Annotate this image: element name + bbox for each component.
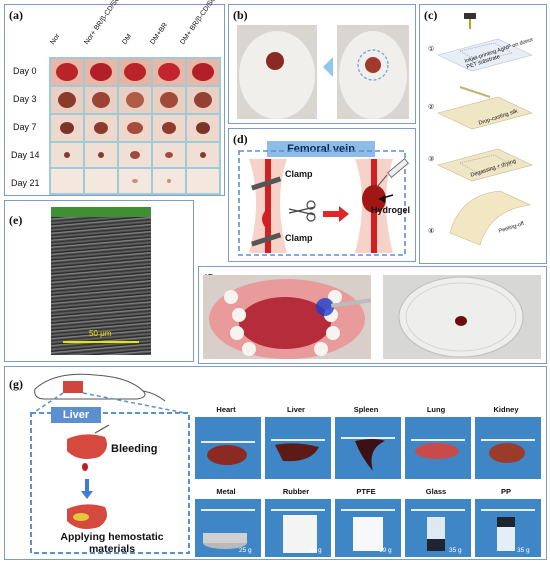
step-1-number: ① xyxy=(428,46,435,53)
material-label-metal: Metal xyxy=(216,487,236,496)
panel-a-label: (a) xyxy=(9,8,23,22)
clamp-bottom-label: Clamp xyxy=(285,233,313,243)
panel-d: (d) Femoral vein Clamp Clamp Hydrogel xyxy=(228,128,416,262)
material-weight-ptfe: 19 g xyxy=(379,547,392,554)
row-label-day21: Day 21 xyxy=(11,178,40,188)
material-weight-metal: 25 g xyxy=(239,547,252,554)
panel-b: (b) xyxy=(228,4,416,124)
material-weight-pp: 35 g xyxy=(517,547,530,554)
row-label-day7: Day 7 xyxy=(13,122,37,132)
row-label-day0: Day 0 xyxy=(13,66,37,76)
fabrication-steps-illustration xyxy=(437,13,533,246)
organ-photos-svg xyxy=(195,417,541,479)
row-label-day3: Day 3 xyxy=(13,94,37,104)
material-weight-glass: 35 g xyxy=(449,547,462,554)
dental-model-and-dish-photos xyxy=(203,275,541,359)
step-3-number: ③ xyxy=(428,156,435,163)
material-label-glass: Glass xyxy=(425,487,447,496)
organ-label-heart: Heart xyxy=(216,405,236,414)
sem-image: 50 μm xyxy=(51,207,151,355)
clamp-top-label: Clamp xyxy=(285,169,313,179)
panel-c: (c) ① Inkjet-printing AgNP on donor PET … xyxy=(419,4,547,264)
material-photos-svg xyxy=(195,499,541,557)
organ-adhesion-photos: Heart Liver Spleen Lung Kidney Metal Rub… xyxy=(195,405,545,561)
organ-label-lung: Lung xyxy=(426,405,446,414)
material-label-rubber: Rubber xyxy=(282,487,310,496)
organ-label-spleen: Spleen xyxy=(353,405,379,414)
column-header-dm-br-cd: DM+ BR/β-CD/SGP xyxy=(179,0,221,46)
scale-bar-label: 50 μm xyxy=(89,329,112,338)
femoral-vein-diagram xyxy=(238,150,409,256)
panel-g: (g) Liver Bleeding Applying hemostatic m… xyxy=(4,366,547,560)
panel-e-label: (e) xyxy=(9,213,23,227)
wound-grid-svg xyxy=(51,59,219,193)
panel-b-label: (b) xyxy=(233,8,248,22)
step-4-number: ④ xyxy=(428,228,435,235)
panel-f: (f) xyxy=(198,266,547,364)
scale-bar xyxy=(63,341,139,343)
liver-bleeding-diagram xyxy=(30,373,190,554)
column-header-dm: DM xyxy=(121,33,134,46)
bleeding-label: Bleeding xyxy=(111,443,158,455)
column-header-nor-br: Nor+ BR/β-CD/SGP xyxy=(83,0,125,47)
column-header-nor: Nor xyxy=(49,32,62,46)
organ-label-kidney: Kidney xyxy=(493,405,519,414)
panel-a: (a) Nor Nor+ BR/β-CD/SGP DM DM+BR DM+ BR… xyxy=(4,0,225,196)
wound-photo-grid xyxy=(49,57,221,195)
liver-title: Liver xyxy=(51,407,101,423)
material-weight-rubber: 56 g xyxy=(309,547,322,554)
sem-top-layer xyxy=(51,207,151,217)
femoral-vein-title: Femoral vein xyxy=(267,141,375,157)
mouse-back-photos xyxy=(237,25,409,119)
step-2-number: ② xyxy=(428,104,435,111)
panel-e: (e) 50 μm xyxy=(4,200,194,362)
hydrogel-label: Hydrogel xyxy=(371,205,411,215)
material-label-pp: PP xyxy=(500,487,511,496)
organ-label-liver: Liver xyxy=(287,405,305,414)
applying-label: Applying hemostatic materials xyxy=(60,531,164,555)
column-header-dm-br: DM+BR xyxy=(149,21,170,46)
panel-c-label: (c) xyxy=(424,8,438,22)
panel-g-label: (g) xyxy=(9,377,23,391)
material-label-ptfe: PTFE xyxy=(356,487,376,496)
panel-d-label: (d) xyxy=(233,132,248,146)
row-label-day14: Day 14 xyxy=(11,150,40,160)
